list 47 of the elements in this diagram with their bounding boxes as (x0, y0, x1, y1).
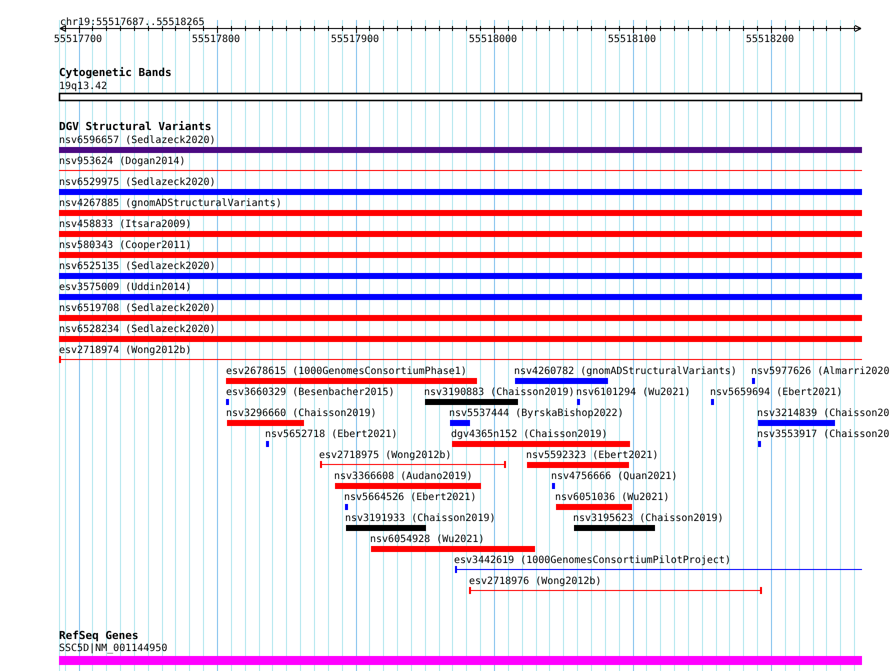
variant-label: dgv4365n152 (Chaisson2019) (451, 429, 608, 440)
variant-label: nsv3195623 (Chaisson2019) (573, 513, 724, 524)
variant-label: esv3575009 (Uddin2014) (59, 282, 192, 293)
variant-label: nsv5537444 (ByrskaBishop2022) (449, 408, 624, 419)
variant-label: esv3442619 (1000GenomesConsortiumPilotProject) (454, 555, 731, 566)
variant-label: esv2718974 (Wong2012b) (59, 345, 192, 356)
variant-label: nsv5664526 (Ebert2021) (344, 492, 476, 503)
variant-label: nsv6529975 (Sedlazeck2020) (59, 177, 216, 188)
variant-label: nsv6519708 (Sedlazeck2020) (59, 303, 216, 314)
variant-label: nsv5977626 (Almarri2020 (751, 366, 890, 377)
variant-label: nsv953624 (Dogan2014) (59, 156, 186, 167)
coordinate-label: chr19:55517687..55518265 (60, 17, 204, 28)
variant-label: esv2678615 (1000GenomesConsortiumPhase1) (226, 366, 467, 377)
variant-label: nsv3191933 (Chaisson2019) (345, 513, 496, 524)
variant-label: nsv6528234 (Sedlazeck2020) (59, 324, 216, 335)
variant-label: esv3660329 (Besenbacher2015) (226, 387, 395, 398)
tick-label: 55518200 (746, 34, 794, 45)
variant-label: nsv4260782 (gnomADStructuralVariants) (514, 366, 737, 377)
track-title: DGV Structural Variants (59, 121, 212, 132)
variant-label: nsv6596657 (Sedlazeck2020) (59, 135, 216, 146)
variant-label: esv2718976 (Wong2012b) (469, 576, 602, 587)
tick-label: 55518100 (608, 34, 656, 45)
track-title: Cytogenetic Bands (59, 67, 172, 78)
variant-label: nsv3190883 (Chaisson2019) (424, 387, 575, 398)
variant-label: nsv6051036 (Wu2021) (555, 492, 670, 503)
variant-label: nsv580343 (Cooper2011) (59, 240, 192, 251)
variant-label: nsv3366608 (Audano2019) (334, 471, 472, 482)
variant-label: nsv4756666 (Quan2021) (551, 471, 678, 482)
tick-label: 55517900 (330, 34, 380, 45)
variant-label: nsv4267885 (gnomADStructuralVariants) (59, 198, 282, 209)
variant-label: nsv6101294 (Wu2021) (576, 387, 690, 398)
variant-label: nsv5659694 (Ebert2021) (710, 387, 842, 398)
variant-label: nsv3553917 (Chaisson20 (757, 429, 890, 440)
variant-label: nsv3214839 (Chaisson20 (757, 408, 890, 419)
variant-label: esv2718975 (Wong2012b) (319, 450, 452, 461)
tick-label: 55517700 (54, 34, 102, 45)
variant-label: nsv5652718 (Ebert2021) (265, 429, 398, 440)
variant-label: nsv5592323 (Ebert2021) (526, 450, 658, 461)
tick-label: 55518000 (468, 34, 518, 45)
variant-label: nsv6525135 (Sedlazeck2020) (59, 261, 216, 272)
track-title: RefSeq Genes (59, 630, 138, 641)
band-label: 19q13.42 (59, 81, 108, 92)
variant-label: nsv458833 (Itsara2009) (59, 219, 192, 230)
tick-label: 55517800 (192, 34, 240, 45)
gene-label: SSC5D|NM_001144950 (59, 643, 168, 654)
variant-label: nsv3296660 (Chaisson2019) (226, 408, 377, 419)
variant-label: nsv6054928 (Wu2021) (370, 534, 484, 545)
